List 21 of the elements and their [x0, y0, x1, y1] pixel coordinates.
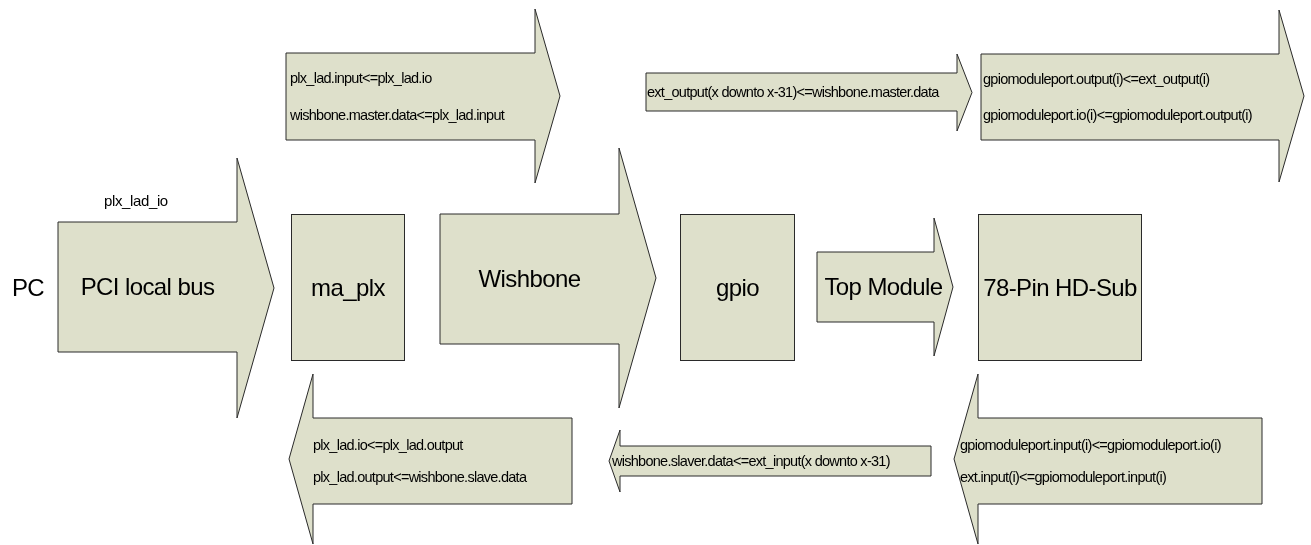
- signal-assignment: plx_lad.input<=plx_lad.io: [290, 71, 432, 86]
- module-box: [291, 214, 405, 361]
- signal-assignment: gpiomoduleport.output(i)<=ext_output(i): [983, 71, 1210, 86]
- module-label: gpio: [716, 275, 759, 300]
- signal-assignment: plx_lad.output<=wishbone.slave.data: [313, 470, 527, 485]
- module-box: [680, 214, 795, 361]
- signal-assignment: wishbone.slaver.data<=ext_input(x downto x-31): [612, 453, 890, 469]
- signal-assignment: plx_lad.io<=plx_lad.output: [313, 437, 463, 452]
- signal-assignment: wishbone.master.data<=plx_lad.input: [290, 107, 505, 122]
- signal-label: plx_lad_io: [104, 193, 168, 208]
- signal-assignment: gpiomoduleport.input(i)<=gpiomoduleport.io(i): [960, 437, 1221, 452]
- arrow-label: PCI local bus: [80, 275, 215, 299]
- module-label: ma_plx: [311, 275, 385, 300]
- endpoint-label: PC: [11, 276, 45, 300]
- module-box: [978, 214, 1142, 361]
- arrow-label: Top Module: [824, 275, 943, 299]
- signal-assignment: gpiomoduleport.io(i)<=gpiomoduleport.output(i): [983, 108, 1252, 123]
- signal-assignment: ext.input(i)<=gpiomoduleport.input(i): [960, 470, 1167, 485]
- signal-assignment: ext_output(x downto x-31)<=wishbone.master.data: [647, 84, 939, 100]
- module-label: 78-Pin HD-Sub: [983, 275, 1137, 300]
- arrow-label: Wishbone: [478, 267, 581, 291]
